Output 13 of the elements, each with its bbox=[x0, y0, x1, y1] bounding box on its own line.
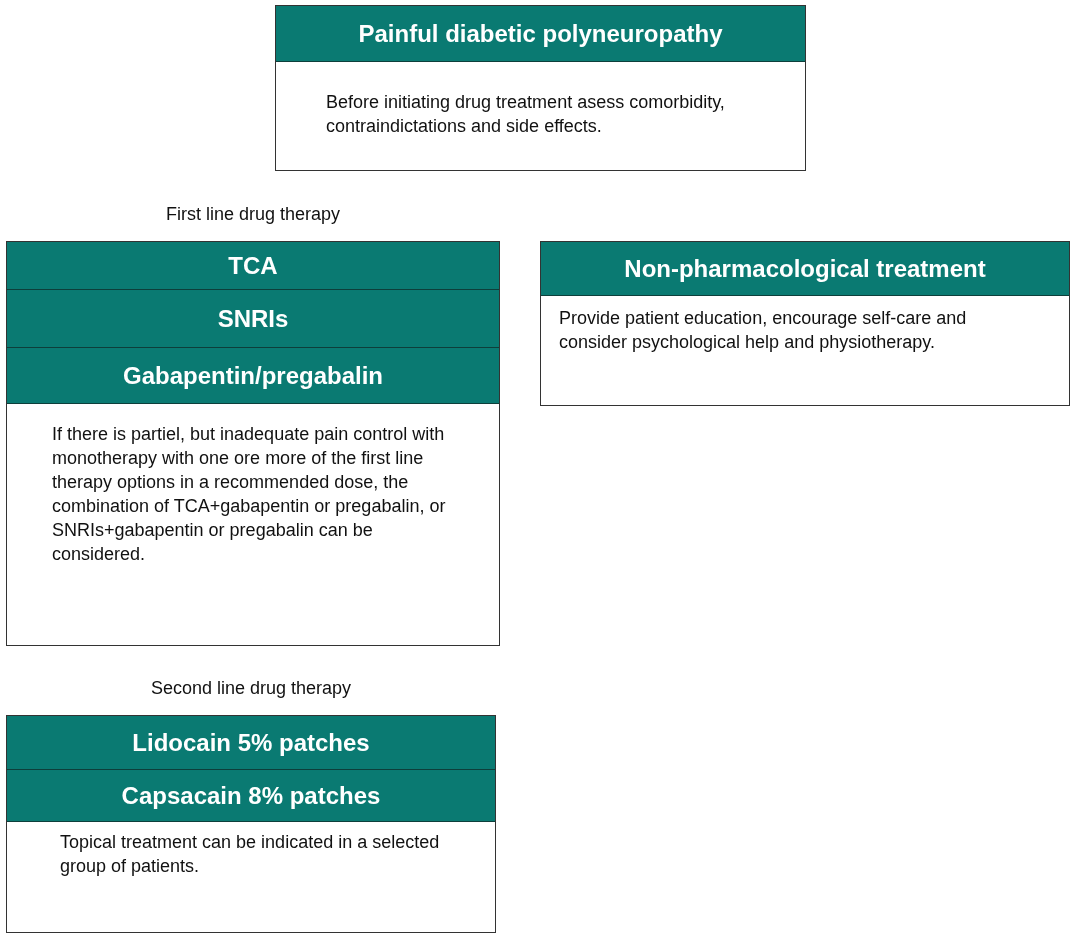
heading-band: SNRIs bbox=[7, 290, 499, 348]
heading-band: Lidocain 5% patches bbox=[7, 716, 495, 770]
heading-band: Gabapentin/pregabalin bbox=[7, 348, 499, 404]
body-text: If there is partiel, but inadequate pain control with monotherapy with one ore more of the first line therapy options in a recommended dose, the combination of TCA+gabapentin or pregabalin, or SNRIs+gabapentin or pregabalin can be considered. bbox=[51, 423, 447, 566]
heading-band: Capsacain 8% patches bbox=[7, 770, 495, 822]
heading-band: Non-pharmacological treatment bbox=[541, 242, 1069, 296]
heading-band: Painful diabetic polyneuropathy bbox=[276, 6, 805, 62]
section-heading: Second line drug therapy bbox=[149, 677, 353, 700]
body-text: Provide patient education, encourage self-care and consider psychological help and physiotherapy. bbox=[558, 307, 968, 354]
body-text: Before initiating drug treatment asess comorbidity, contraindictations and side effects. bbox=[325, 91, 726, 138]
section-heading: First line drug therapy bbox=[164, 203, 342, 226]
heading-band: TCA bbox=[7, 242, 499, 290]
body-text: Topical treatment can be indicated in a selected group of patients. bbox=[59, 831, 441, 878]
